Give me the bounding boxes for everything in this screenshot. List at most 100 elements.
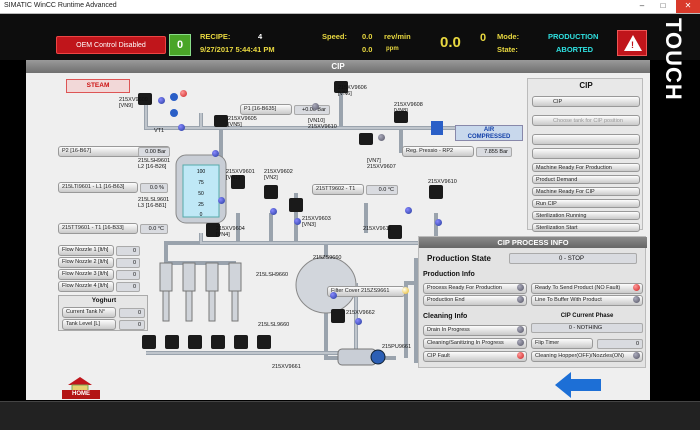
valve-label-9610b: 215XV9610	[428, 179, 457, 185]
status-icon[interactable]: 0	[169, 34, 191, 56]
cip-fault-indicator-icon	[517, 352, 524, 359]
current-phase-value: 0 - NOTHING	[531, 323, 643, 333]
exclamation-icon: !	[631, 40, 634, 50]
indicator-icon	[355, 318, 362, 325]
indicator-icon	[435, 219, 442, 226]
oem-control-status-button[interactable]: OEM Control Disabled	[56, 36, 166, 54]
tank-level-label[interactable]: Tank Level [L]	[62, 319, 116, 330]
nozzle-assemblies	[159, 262, 242, 322]
steam-label: STEAM	[66, 79, 130, 93]
datetime: 9/27/2017 5:44:41 PM	[200, 45, 275, 54]
valve-label-9604: 215XV9604 [VN4]	[216, 226, 245, 238]
level-label-lsl9660: 215LSL9660	[258, 322, 290, 328]
red-indicator-icon	[180, 90, 187, 97]
valve-label-9605: 215XV9605 [VN5]	[228, 116, 257, 128]
process-info-title: CIP PROCESS INFO	[419, 237, 647, 248]
valve-label-9661: 215XV9661	[272, 364, 301, 370]
production-info-title: Production Info	[423, 271, 475, 278]
level-label-lsh9601: 215LSH9601 L2 [16-B26]	[138, 158, 171, 170]
valve-label-vt1: VT1	[154, 128, 165, 134]
p1-label[interactable]: P1 [16-B635]	[240, 104, 292, 115]
process-ready-indicator-icon	[517, 284, 524, 291]
sterilization-start-status: Sterilization Start	[532, 223, 640, 232]
yoghurt-panel: Yoghurt Current Tank N° 0 Tank Level [L]…	[58, 295, 148, 331]
cleaning-hopper-status: Cleaning Hopper(OFF)/Nozzles(ON)	[531, 351, 643, 362]
air-compressed-label: AIR COMPRESSED	[455, 125, 523, 141]
process-ready-status: Process Ready For Production	[423, 283, 527, 294]
tank-level-value: 0	[119, 320, 145, 330]
cip-panel-title: CIP	[579, 81, 593, 90]
flow-nozzle-4-value: 0	[116, 282, 140, 292]
cip-button[interactable]: CIP	[532, 96, 640, 107]
cleaning-sanitizing-status: Cleaning/Sanitizing In Progress	[423, 338, 527, 349]
production-end-status: Production End	[423, 295, 527, 306]
production-end-indicator-icon	[517, 296, 524, 303]
maximize-button[interactable]: □	[660, 1, 666, 10]
flow-nozzle-3-label[interactable]: Flow Nozzle 3 [lt/h]	[58, 269, 114, 280]
recipe-value: 4	[258, 32, 263, 41]
temp-t1b-label[interactable]: 215TT9601 - T1 [16-B33]	[58, 223, 138, 234]
valve-label-9662: 215XV9662	[346, 310, 375, 316]
choose-tank-button[interactable]: Choose tank for CIP position	[532, 115, 640, 126]
level-l1-value: 0.0 %	[140, 183, 168, 193]
flow-nozzle-4-label[interactable]: Flow Nozzle 4 [lt/h]	[58, 281, 114, 292]
back-arrow-icon[interactable]	[553, 370, 603, 400]
cip-button-blank-2[interactable]	[532, 148, 640, 159]
speed-unit: rev/min	[384, 32, 411, 41]
product-demand-status: Product Demand	[532, 175, 640, 184]
indicator-icon	[405, 207, 412, 214]
indicator-icon	[270, 208, 277, 215]
valve-label-9603: 215XV9603 [VN3]	[302, 216, 331, 228]
production-state-value: 0 - STOP	[509, 253, 637, 264]
home-button[interactable]: HOME	[62, 390, 100, 399]
valve-label-9602: 215XV9602 [VN2]	[264, 169, 293, 181]
ppm-unit: ppm	[386, 46, 399, 52]
temp-t1b-value: 0.0 °C	[140, 224, 168, 234]
window-titlebar: SIMATIC WinCC Runtime Advanced – □ ✕	[0, 0, 700, 14]
drain-in-progress-status: Drain In Progress	[423, 325, 527, 336]
temp-t1-label[interactable]: 215TT9602 - T1	[312, 184, 364, 195]
speed-label: Speed:	[322, 32, 348, 41]
flow-nozzle-1-label[interactable]: Flow Nozzle 1 [lt/h]	[58, 245, 114, 256]
blue-fitting-icon	[431, 121, 443, 135]
pump-icon	[337, 348, 377, 366]
indicator-icon	[218, 197, 225, 204]
level-l1-label[interactable]: 215LTI9601 - L1 [16-B63]	[58, 182, 138, 193]
ready-to-send-status: Ready To Send Product (NO Fault)	[531, 283, 643, 294]
cip-button-blank-1[interactable]	[532, 134, 640, 145]
alarm-warning-button[interactable]: !	[617, 30, 647, 56]
valve-label-9606: 215XV9606 [VN6]	[338, 85, 367, 97]
cleaning-info-title: Cleaning Info	[423, 313, 468, 320]
indicator-icon	[330, 292, 337, 299]
os-taskbar	[0, 401, 700, 430]
touch-logo: TOUCH	[661, 18, 686, 101]
minimize-button[interactable]: –	[639, 1, 645, 10]
valve-label-9607: [VN7] 215XV9607	[367, 158, 396, 170]
filter-cover-indicator-icon	[402, 287, 409, 294]
drain-indicator-icon	[517, 326, 524, 333]
screen-title: CIP	[26, 60, 650, 73]
machine-ready-production-status: Machine Ready For Production	[532, 163, 640, 172]
indicator-icon	[312, 103, 319, 110]
line-to-buffer-status: Line To Buffer With Product	[531, 295, 643, 306]
level-label-lsh9660: 215LSH9660	[256, 272, 289, 278]
indicator-icon	[158, 97, 165, 104]
filter-cover-label[interactable]: Filter Cover 215ZS9661	[327, 286, 405, 297]
close-button[interactable]: ✕	[676, 0, 700, 13]
cip-command-panel: CIP CIP Choose tank for CIP position Mac…	[527, 78, 643, 232]
speed-value: 0.0	[362, 32, 373, 41]
blue-indicator-icon	[170, 109, 178, 117]
tank-scale-75: 75	[198, 180, 204, 186]
flow-nozzle-2-label[interactable]: Flow Nozzle 2 [lt/h]	[58, 257, 114, 268]
tank-scale-25: 25	[198, 202, 204, 208]
secondary-tank	[295, 256, 357, 314]
valve-label-9611: 215XV9611	[363, 226, 392, 232]
current-tank-value: 0	[119, 308, 145, 318]
current-tank-label[interactable]: Current Tank N°	[62, 307, 116, 318]
flow-nozzle-2-value: 0	[116, 258, 140, 268]
valve-label-9609: 215XV9609 [VN9]	[119, 97, 148, 109]
tank-level-gauge	[182, 164, 220, 218]
flow-nozzle-3-value: 0	[116, 270, 140, 280]
flow-nozzle-1-value: 0	[116, 246, 140, 256]
reg-pressure-label[interactable]: Reg. Pressio - RP2	[402, 146, 474, 157]
